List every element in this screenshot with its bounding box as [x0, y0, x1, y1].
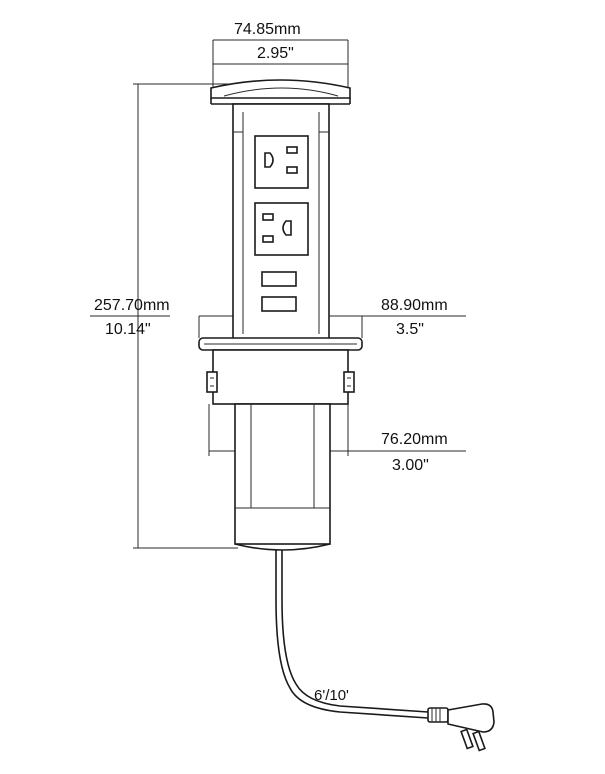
housing [206, 349, 355, 405]
top-width-mm-label: 74.85mm [234, 21, 301, 38]
lower-body [234, 403, 331, 551]
top-cap [210, 79, 351, 105]
body-in-label: 3.00" [392, 457, 429, 474]
body-mm-label: 76.20mm [381, 431, 448, 448]
outlet-bottom [254, 202, 309, 256]
plug-icon [427, 703, 495, 752]
cord-length-label: 6'/10' [314, 687, 349, 704]
height-mm-label: 257.70mm [94, 297, 170, 314]
flange [198, 337, 363, 351]
outlet-top [254, 135, 309, 189]
height-in-label: 10.14" [105, 321, 151, 338]
usb-ports [261, 271, 297, 312]
flange-mm-label: 88.90mm [381, 297, 448, 314]
top-width-in-label: 2.95" [257, 45, 294, 62]
power-cord [275, 550, 429, 719]
flange-in-label: 3.5" [396, 321, 424, 338]
